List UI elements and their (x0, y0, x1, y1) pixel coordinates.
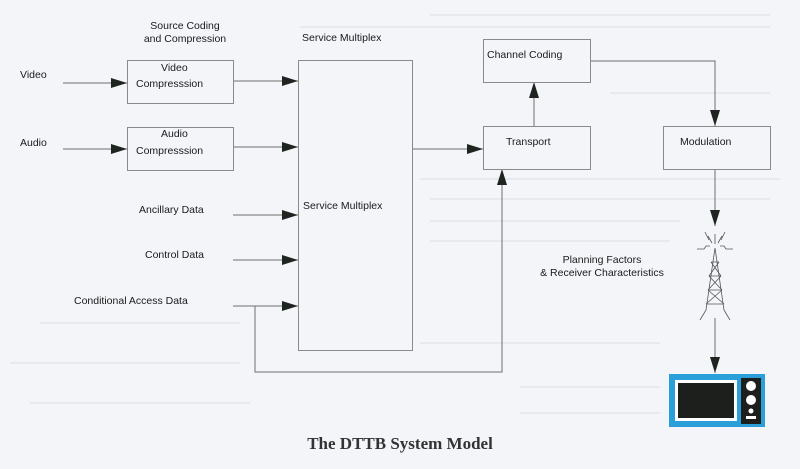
input-label-control: Control Data (145, 249, 204, 261)
input-label-conditional-access: Conditional Access Data (74, 295, 188, 307)
block-channel-coding: Channel Coding (483, 39, 591, 83)
planning-factors-note: Planning Factors & Receiver Characterist… (540, 254, 664, 279)
header-service-multiplex: Service Multiplex (302, 32, 382, 44)
header-source-coding: Source Coding and Compression (143, 20, 227, 45)
arrow-channel-coding-to-modulation (590, 60, 720, 126)
input-label-video: Video (20, 69, 47, 81)
block-modulation: Modulation (663, 126, 771, 170)
block-video-compression: Video Compresssion (127, 60, 234, 104)
block-audio-compression: Audio Compresssion (127, 127, 234, 171)
arrow-conditional-to-transport (254, 169, 507, 373)
input-label-audio: Audio (20, 137, 47, 149)
block-transport: Transport (483, 126, 591, 170)
input-label-ancillary: Ancillary Data (139, 204, 204, 216)
television-icon (669, 374, 765, 427)
broadcast-tower-icon (697, 231, 733, 321)
figure-caption: The DTTB System Model (307, 434, 493, 453)
block-service-multiplex: Service Multiplex (298, 60, 413, 351)
